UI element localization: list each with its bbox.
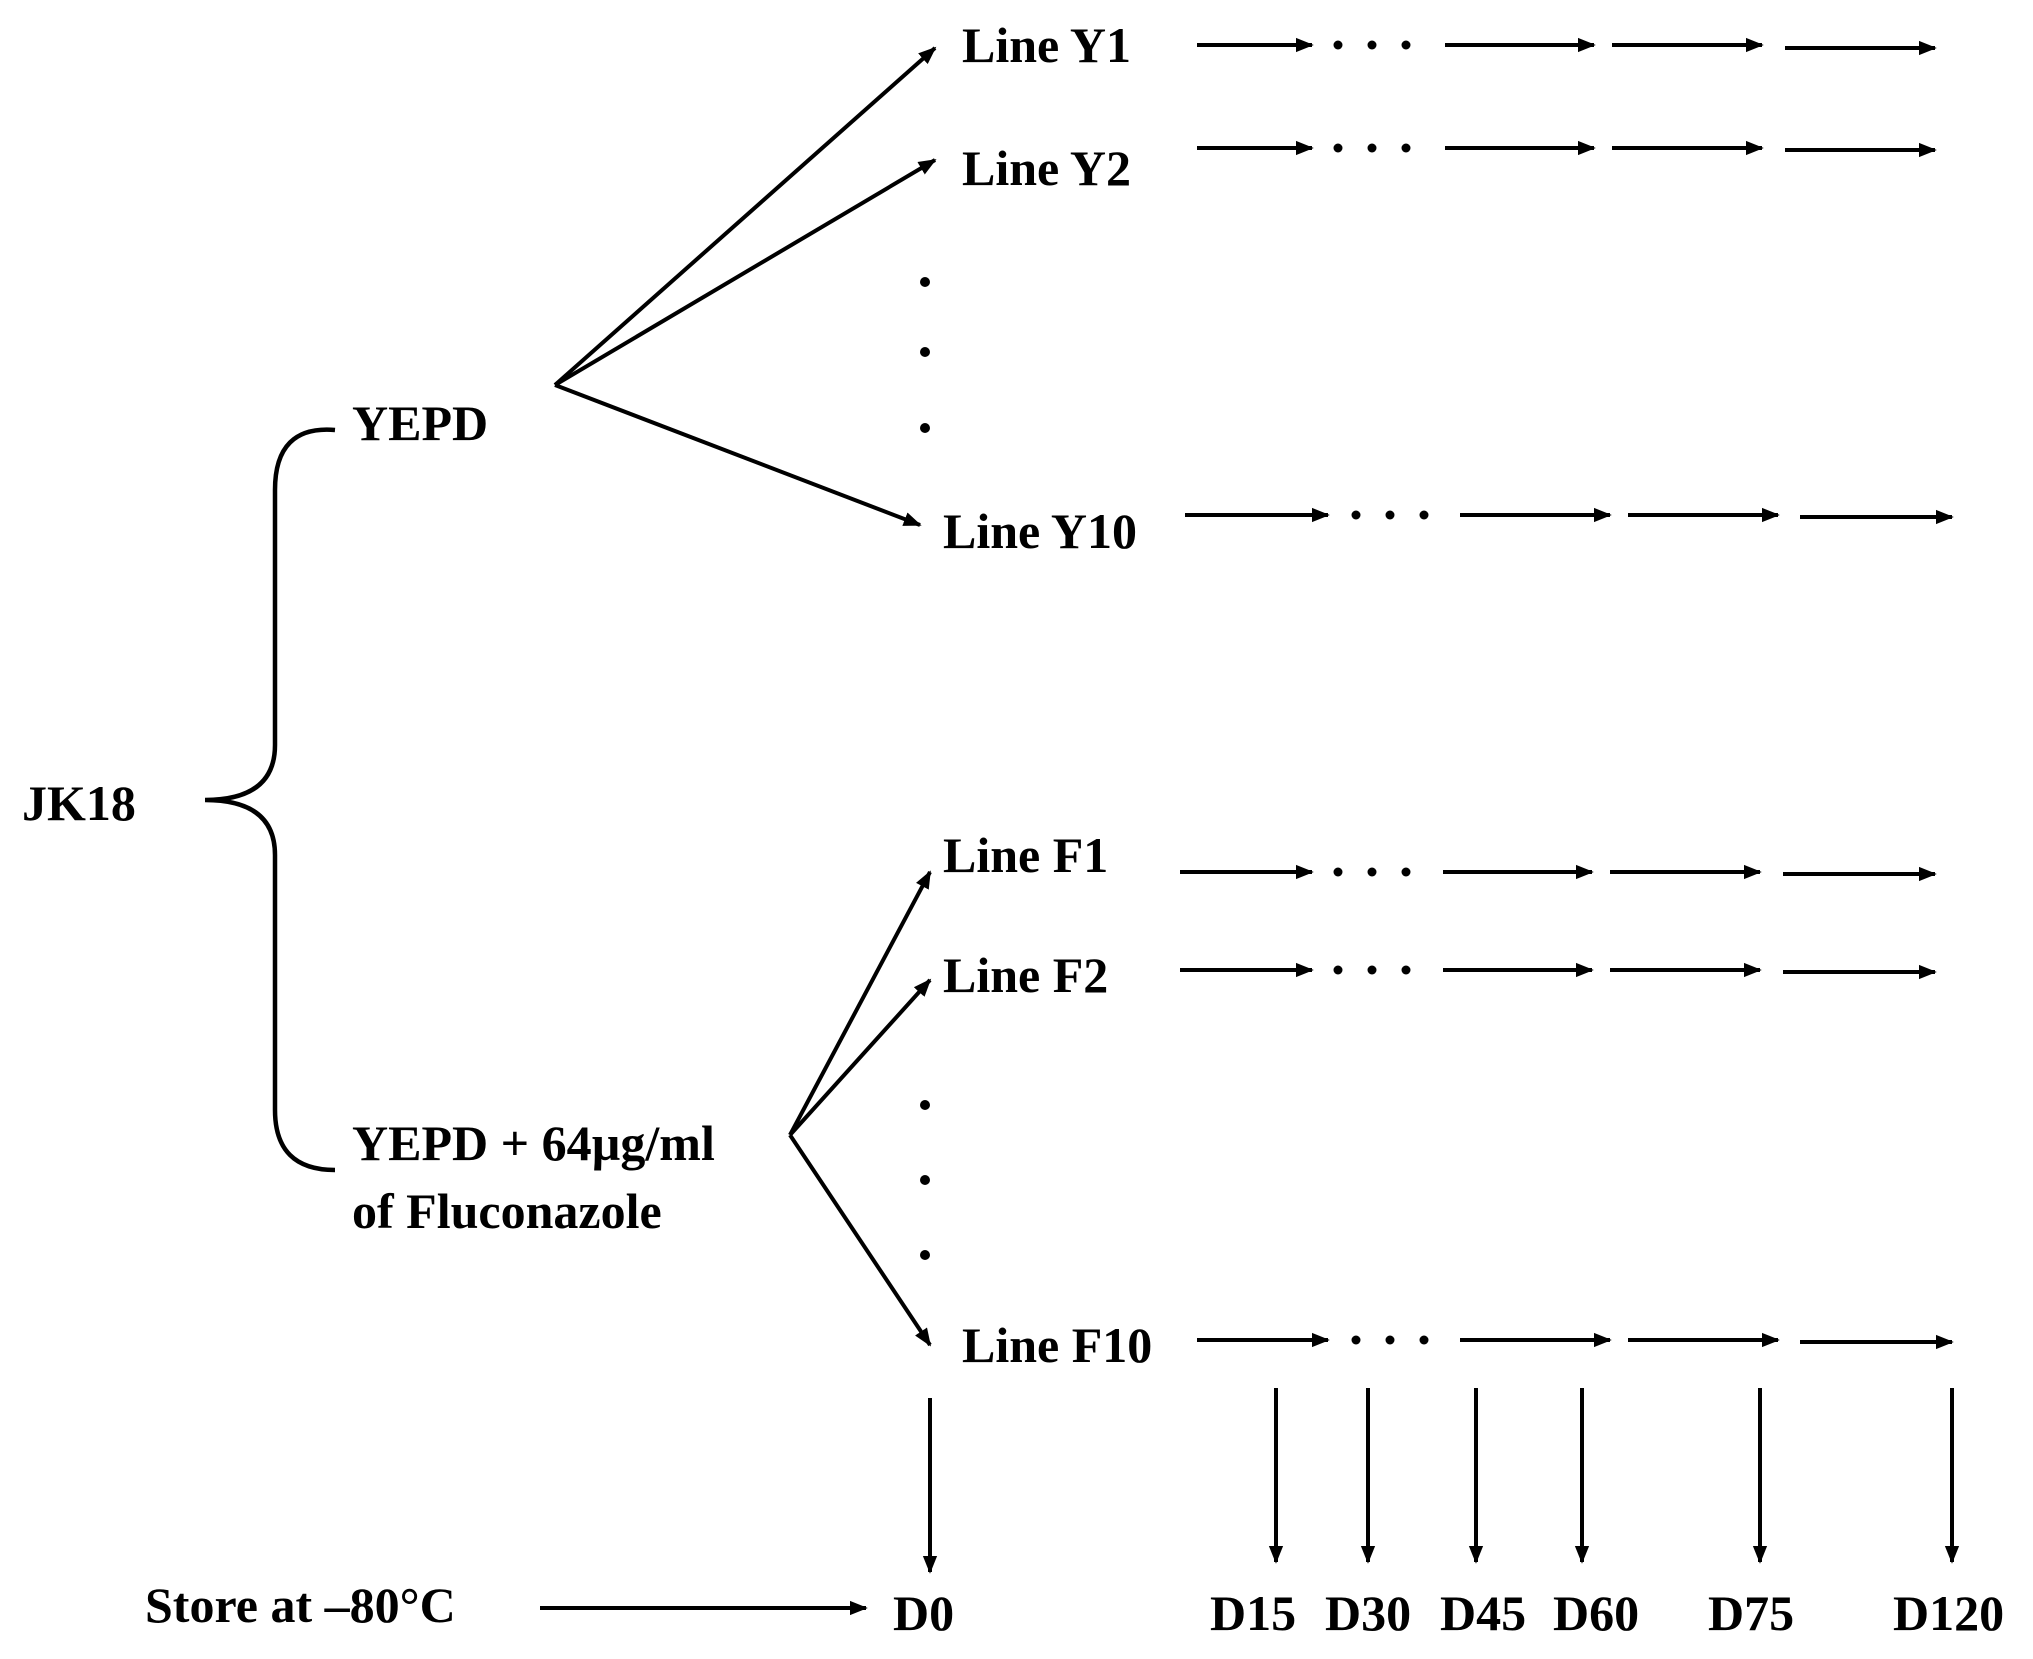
day-label-d120: D120 — [1893, 1585, 2004, 1641]
ellipsis-dot — [920, 1100, 930, 1110]
transfer-row-y2 — [1197, 140, 1937, 158]
transfer-row-y1 — [1197, 37, 1937, 56]
condition-yepd-label: YEPD — [352, 395, 488, 451]
branch-arrow-y10 — [554, 383, 922, 527]
root-strain-label: JK18 — [22, 775, 136, 831]
branch-arrow-f10 — [788, 1133, 932, 1347]
line-f2-label: Line F2 — [943, 947, 1108, 1003]
ellipsis-dot — [920, 423, 930, 433]
line-y1-label: Line Y1 — [962, 17, 1131, 73]
line-f1-label: Line F1 — [943, 827, 1108, 883]
branch-arrow-y2 — [553, 158, 937, 387]
condition-fluconazole-label: YEPD + 64µg/ml — [352, 1115, 715, 1171]
branch-arrow-y1 — [553, 46, 937, 387]
split-brace — [204, 427, 336, 1173]
transfer-row-f1 — [1180, 864, 1937, 882]
ellipsis-dot — [920, 1175, 930, 1185]
ellipsis-dot — [920, 1250, 930, 1260]
transfer-row-f10 — [1197, 1332, 1954, 1350]
line-y10-label: Line Y10 — [943, 503, 1137, 559]
storage-label: Store at –80°C — [145, 1577, 456, 1633]
transfer-row-f2 — [1180, 962, 1937, 980]
day-label-d15: D15 — [1210, 1585, 1296, 1641]
day-label-d60: D60 — [1553, 1585, 1639, 1641]
transfer-row-y10 — [1185, 507, 1954, 525]
branch-arrow-f2 — [788, 978, 932, 1137]
line-f10-label: Line F10 — [962, 1317, 1152, 1373]
day-label-d45: D45 — [1440, 1585, 1526, 1641]
ellipsis-dot — [920, 277, 930, 287]
day-label-d30: D30 — [1325, 1585, 1411, 1641]
branch-arrow-f1 — [788, 870, 932, 1136]
line-y2-label: Line Y2 — [962, 140, 1131, 196]
condition-fluconazole-label-2: of Fluconazole — [352, 1183, 662, 1239]
day-label-d75: D75 — [1708, 1585, 1794, 1641]
ellipsis-dot — [920, 347, 930, 357]
day-label-d0: D0 — [893, 1585, 954, 1641]
